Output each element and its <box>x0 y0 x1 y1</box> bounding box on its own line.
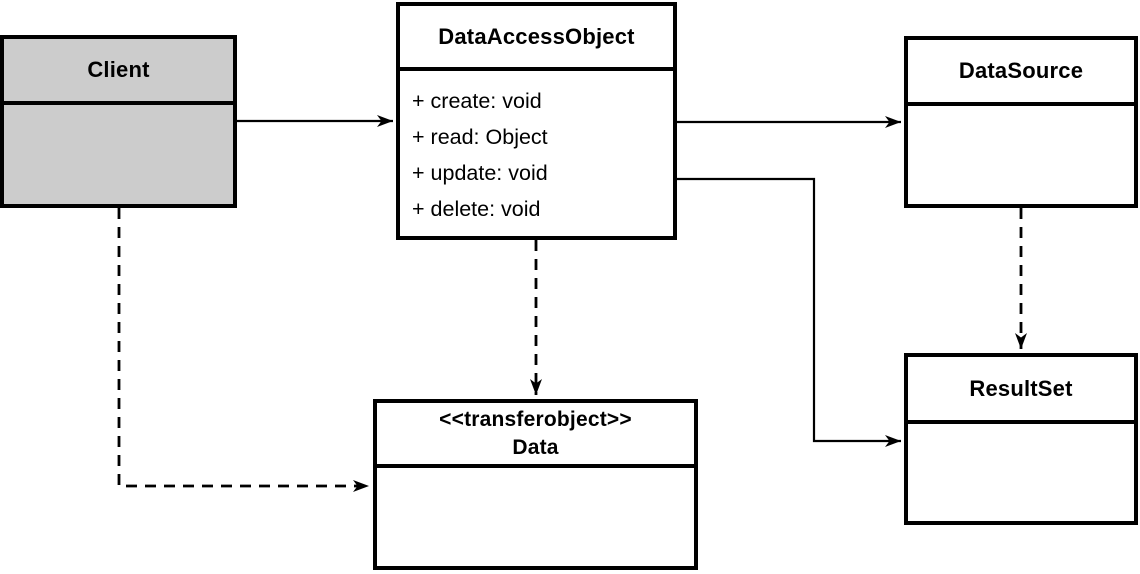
class-dataaccessobject-methods: + create: void + read: Object + update: … <box>400 71 673 236</box>
class-datasource-name: DataSource <box>958 58 1084 83</box>
class-resultset-name: ResultSet <box>969 375 1073 401</box>
class-data-name: Data <box>512 435 559 459</box>
class-dataaccessobject: DataAccessObject + create: void + read: … <box>396 2 677 240</box>
edge-client-data <box>117 208 369 492</box>
class-resultset-title: ResultSet <box>908 357 1134 424</box>
class-data-title: <<transferobject>> Data <box>377 403 694 468</box>
method-update: + update: void <box>412 161 548 185</box>
edge-dao-resultset <box>677 177 901 447</box>
class-client: Client <box>0 35 237 208</box>
class-datasource: DataSource <box>904 36 1138 208</box>
method-read: + read: Object <box>412 125 548 149</box>
class-data: <<transferobject>> Data <box>373 399 698 570</box>
class-resultset-body <box>908 424 1134 521</box>
method-create: + create: void <box>412 89 542 113</box>
class-client-title: Client <box>4 39 233 105</box>
method-delete: + delete: void <box>412 197 541 221</box>
class-datasource-title: DataSource <box>908 40 1134 106</box>
class-data-stereotype: <<transferobject>> <box>439 407 632 431</box>
class-client-name: Client <box>87 57 150 82</box>
class-resultset: ResultSet <box>904 353 1138 525</box>
class-data-body <box>377 468 694 566</box>
class-dataaccessobject-name: DataAccessObject <box>438 23 635 49</box>
class-dataaccessobject-title: DataAccessObject <box>400 6 673 71</box>
class-datasource-body <box>908 106 1134 204</box>
class-client-body <box>4 105 233 204</box>
